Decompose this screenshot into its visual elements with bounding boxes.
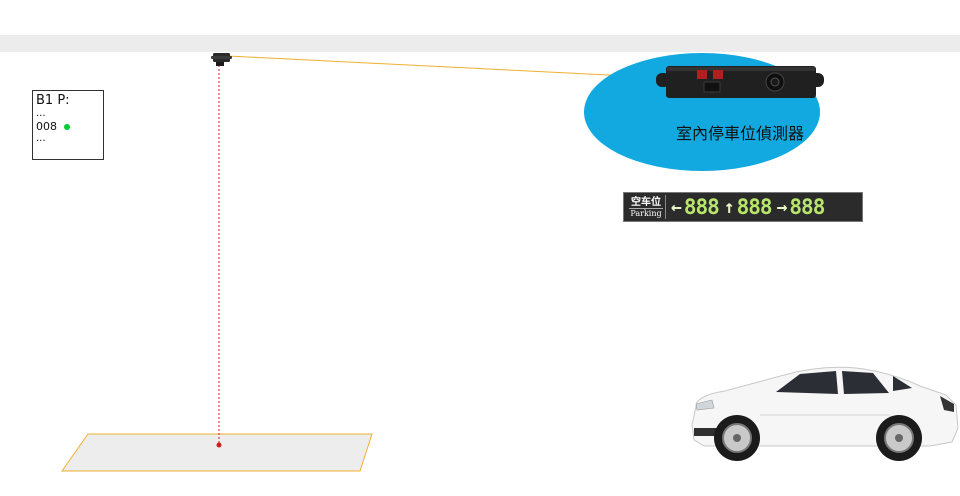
sensor-label: 室內停車位偵測器 — [675, 124, 804, 143]
parking-info-panel: B1 P: ... 008 ... — [32, 90, 104, 160]
spot-status-dot — [64, 124, 70, 130]
sign-tag-top: 空车位 — [631, 196, 661, 208]
sign-count-straight: 888 — [736, 195, 773, 219]
parking-guidance-sign: 空车位 Parking ← 888 ↑ 888 → 888 — [623, 192, 863, 222]
ceiling — [0, 35, 960, 52]
info-panel-ellipsis-top: ... — [36, 108, 46, 119]
sign-group-left: ← 888 — [671, 195, 720, 219]
ceiling-ultrasonic-sensor-icon — [656, 66, 824, 98]
spot-id: 008 — [36, 120, 57, 133]
sign-count-left: 888 — [683, 195, 720, 219]
left-arrow-icon: ← — [671, 196, 682, 218]
sign-count-right: 888 — [789, 195, 825, 219]
parking-slot-floor — [61, 433, 373, 472]
right-arrow-icon: → — [776, 196, 788, 218]
callout-beam — [227, 55, 669, 79]
sign-tag: 空车位 Parking — [627, 195, 666, 219]
sign-tag-bottom: Parking — [629, 207, 663, 218]
info-panel-title: B1 P: — [36, 93, 70, 108]
sign-group-straight: ↑ 888 — [723, 195, 773, 219]
white-suv-icon — [691, 366, 959, 461]
sign-group-right: → 888 — [776, 195, 826, 219]
floor-target-dot — [216, 442, 222, 448]
info-panel-ellipsis-bottom: ... — [36, 133, 46, 144]
up-arrow-icon: ↑ — [723, 196, 735, 218]
mounted-sensor-icon — [211, 53, 232, 66]
info-panel-spot-row: 008 — [36, 120, 103, 134]
